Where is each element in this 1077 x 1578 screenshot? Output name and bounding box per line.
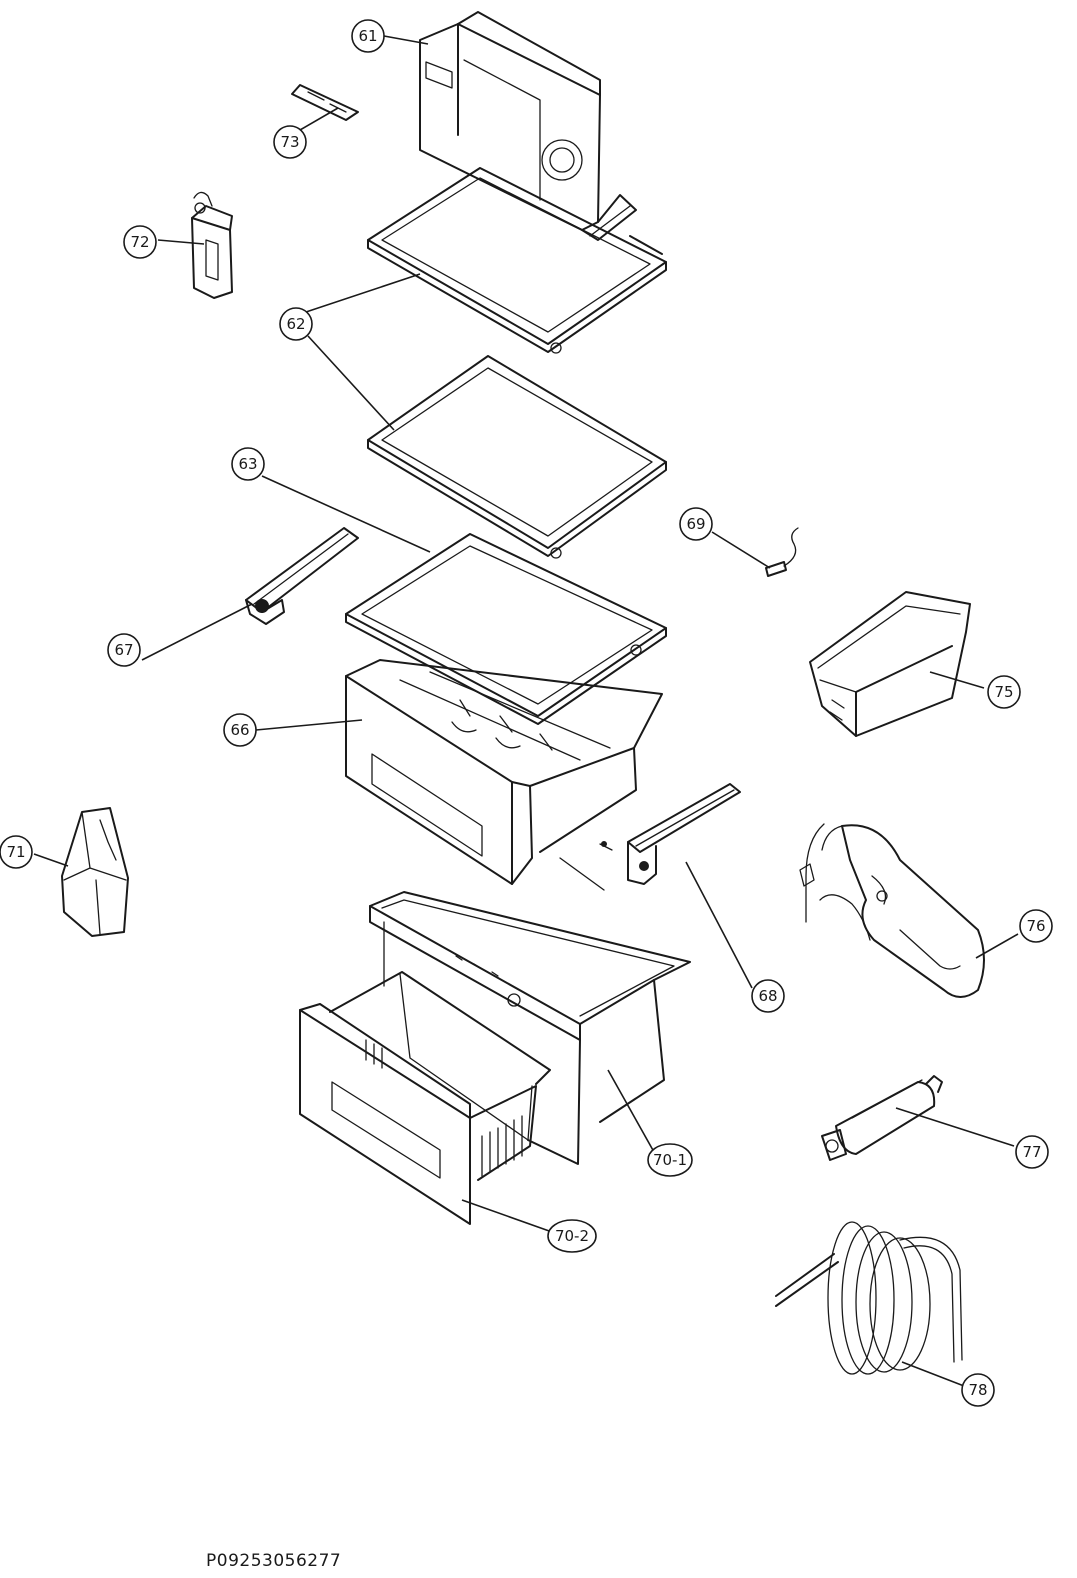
part-75-door-bin — [809, 591, 971, 737]
part-78-water-tube-coil — [775, 1221, 963, 1375]
callout-76-label: 76 — [1026, 917, 1045, 935]
callout-72-label: 72 — [130, 233, 149, 251]
callout-70-2: 70-2 — [547, 1219, 597, 1253]
callout-62: 62 — [279, 307, 313, 341]
callout-66: 66 — [223, 713, 257, 747]
callout-70-1-label: 70-1 — [653, 1151, 687, 1169]
callout-61: 61 — [351, 19, 385, 53]
callout-68: 68 — [751, 979, 785, 1013]
callout-68-label: 68 — [758, 987, 777, 1005]
part-71-cover-bracket — [61, 807, 129, 937]
part-70-1-drawer-housing — [369, 891, 691, 1165]
callout-70-2-label: 70-2 — [555, 1227, 589, 1245]
part-61-duct-housing — [419, 11, 637, 241]
callout-63: 63 — [231, 447, 265, 481]
callout-67-label: 67 — [114, 641, 133, 659]
part-68-lower-rail — [559, 783, 741, 891]
part-62-glass-shelves — [367, 167, 667, 559]
part-66-crisper-drawer — [345, 659, 663, 885]
callout-62-label: 62 — [286, 315, 305, 333]
part-76-water-reservoir — [799, 823, 985, 998]
callout-76: 76 — [1019, 909, 1053, 943]
callout-69: 69 — [679, 507, 713, 541]
callout-73-label: 73 — [280, 133, 299, 151]
callout-72: 72 — [123, 225, 157, 259]
callout-67: 67 — [107, 633, 141, 667]
part-69-sensor — [765, 527, 799, 577]
callout-73: 73 — [273, 125, 307, 159]
callout-77-label: 77 — [1022, 1143, 1041, 1161]
callout-71: 71 — [0, 835, 33, 869]
callout-71-label: 71 — [6, 843, 25, 861]
callout-61-label: 61 — [358, 27, 377, 45]
part-77-water-filter — [821, 1075, 943, 1161]
callout-70-1: 70-1 — [647, 1143, 693, 1177]
part-67-shelf-rail — [245, 527, 359, 625]
callout-77: 77 — [1015, 1135, 1049, 1169]
callout-75-label: 75 — [994, 683, 1013, 701]
callout-69-label: 69 — [686, 515, 705, 533]
callout-63-label: 63 — [238, 455, 257, 473]
leader-lines — [33, 35, 1019, 1387]
part-70-2-drawer-basket — [299, 971, 551, 1225]
callout-66-label: 66 — [230, 721, 249, 739]
callout-78-label: 78 — [968, 1381, 987, 1399]
callout-75: 75 — [987, 675, 1021, 709]
part-72-damper-bracket — [191, 191, 233, 299]
callout-78: 78 — [961, 1373, 995, 1407]
part-63-lower-shelf — [345, 533, 667, 725]
